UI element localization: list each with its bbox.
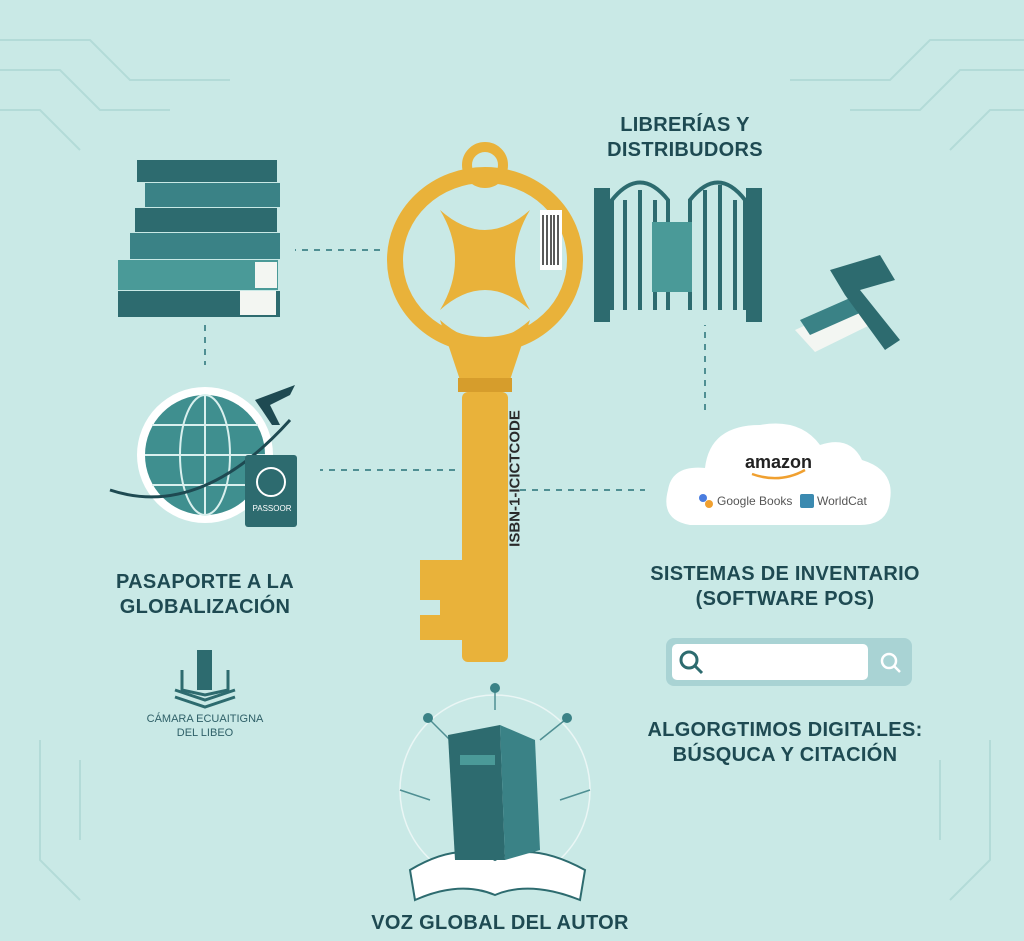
passport-text: PASSOOR bbox=[252, 504, 292, 513]
google-books-logo: Google Books bbox=[717, 494, 793, 508]
cloud-shape bbox=[666, 423, 891, 525]
librerias-label: LIBRERÍAS Y DISTRIBUDORS bbox=[607, 114, 763, 161]
circuit-decoration bbox=[0, 39, 1024, 901]
golden-key-icon bbox=[387, 142, 583, 662]
google-books-icon bbox=[699, 494, 713, 508]
amazon-smile-icon bbox=[751, 468, 806, 480]
barcode-scanner-icon bbox=[795, 255, 900, 352]
author-book-icon bbox=[399, 683, 591, 902]
amazon-logo: amazon bbox=[745, 452, 813, 472]
airplane-icon bbox=[255, 385, 295, 425]
worldcat-logo: WorldCat bbox=[817, 494, 867, 508]
algoritmos-label: ALGORGTIMOS DIGITALES: BÚSQUCA Y CITACIÓ… bbox=[647, 719, 923, 766]
camara-logo-icon bbox=[174, 650, 236, 709]
connector-arrows bbox=[204, 249, 706, 491]
camara-logo-text: CÁMARA ECUAITIGNA DEL LIBEO bbox=[146, 713, 264, 739]
globe-icon bbox=[109, 385, 297, 527]
books-stack-icon bbox=[118, 160, 280, 317]
voz-label: VOZ GLOBAL DEL AUTOR bbox=[371, 912, 629, 934]
passport-icon bbox=[245, 455, 297, 527]
gate-icon bbox=[594, 180, 762, 322]
key-isbn-text: ISBN-1-ICICTCODE bbox=[506, 410, 524, 547]
worldcat-icon bbox=[800, 494, 814, 508]
search-bar[interactable] bbox=[666, 638, 912, 686]
pasaporte-label: PASAPORTE A LA GLOBALIZACIÓN bbox=[116, 571, 294, 618]
search-icon bbox=[679, 650, 704, 675]
sistemas-label: SISTEMAS DE INVENTARIO (SOFTWARE POS) bbox=[650, 563, 920, 610]
search-button-icon[interactable] bbox=[874, 646, 906, 678]
search-input[interactable] bbox=[672, 644, 868, 680]
